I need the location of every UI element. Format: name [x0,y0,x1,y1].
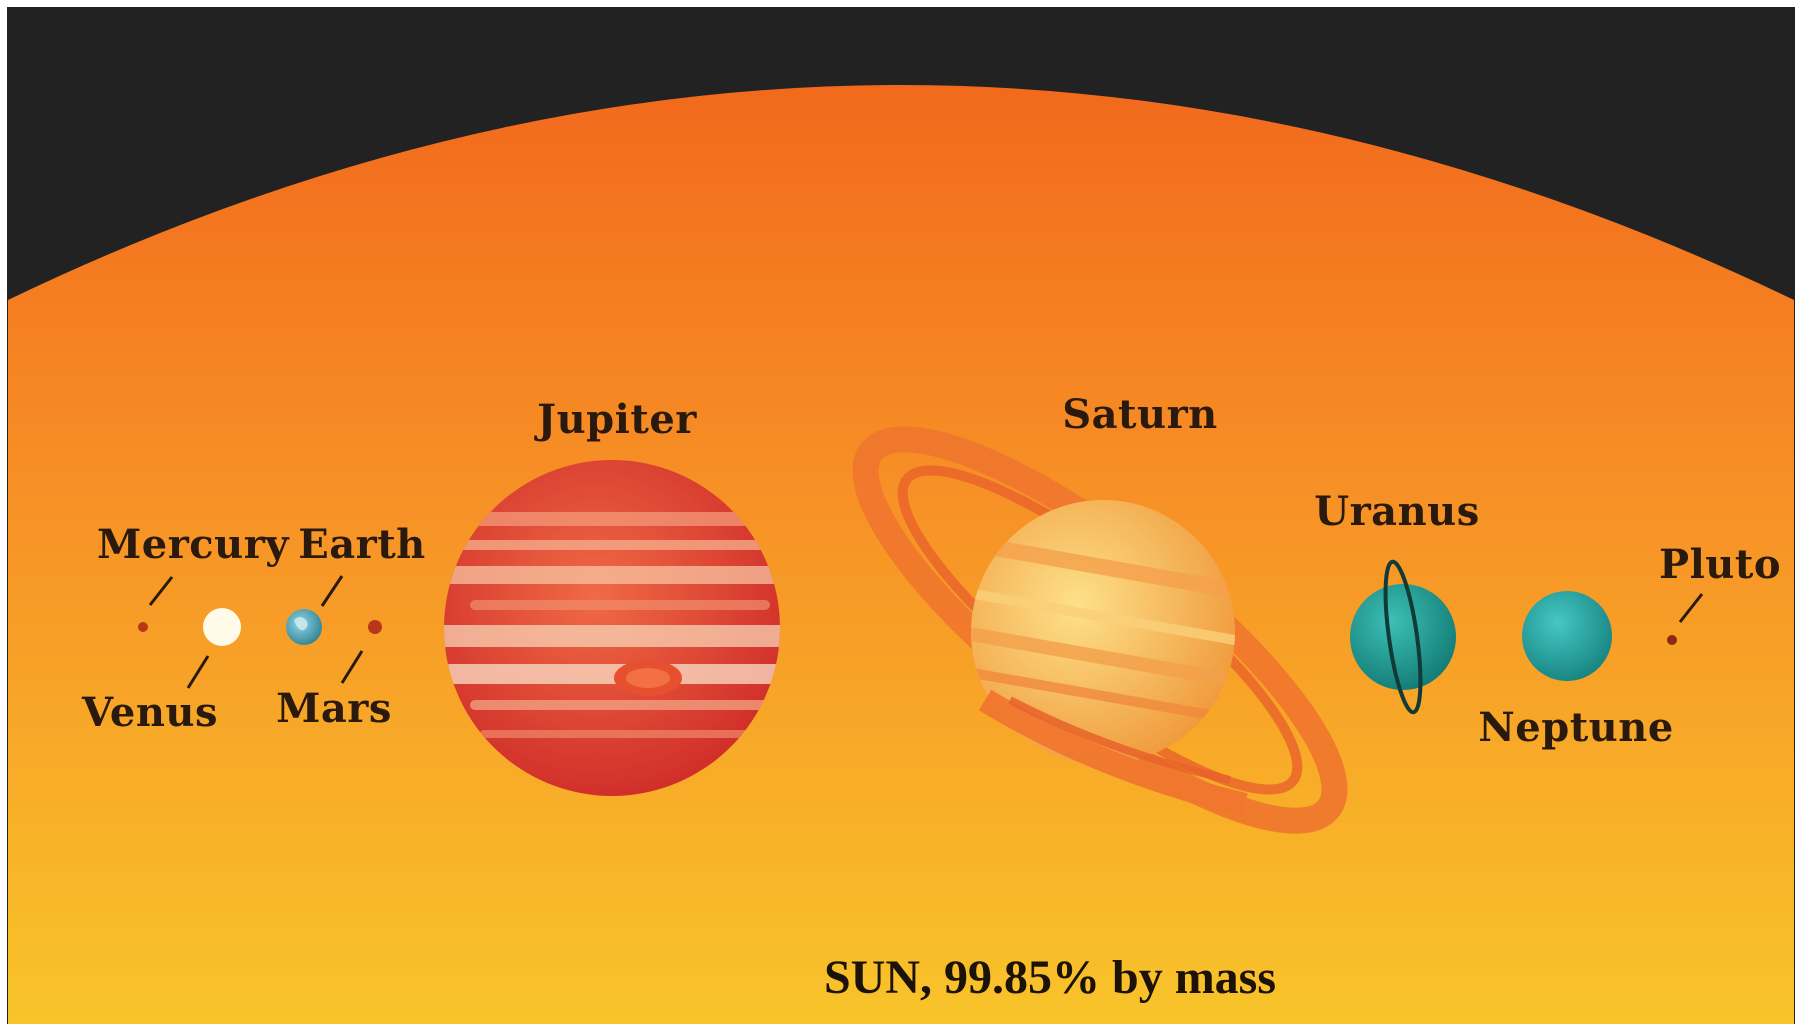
neptune-label: Neptune [1478,704,1674,751]
neptune-planet [1522,591,1612,681]
jupiter-label: Jupiter [537,396,697,443]
earth-pointer [320,575,344,607]
mercury-pointer [148,576,174,606]
pluto-pointer [1678,593,1704,623]
saturn-label: Saturn [1062,391,1218,438]
venus-planet [203,608,241,646]
saturn-planet [852,426,1348,834]
mercury-planet [138,622,148,632]
uranus-label: Uranus [1314,488,1480,535]
pluto-label: Pluto [1658,541,1782,588]
pluto-planet [1667,635,1677,645]
venus-label: Venus [82,689,218,736]
venus-pointer [186,655,210,689]
uranus-planet [1350,559,1456,715]
sun-caption: SUN, 99.85% by mass [824,950,1276,1005]
mercury-label: Mercury [96,521,290,568]
sun-caption-word: SUN [823,951,920,1004]
mars-pointer [340,650,364,684]
earth-label: Earth [298,521,426,568]
sun-caption-mass: , 99.85% by mass [919,951,1277,1004]
mars-label: Mars [276,685,392,732]
jupiter-planet [444,460,780,796]
mars-planet [368,620,382,634]
